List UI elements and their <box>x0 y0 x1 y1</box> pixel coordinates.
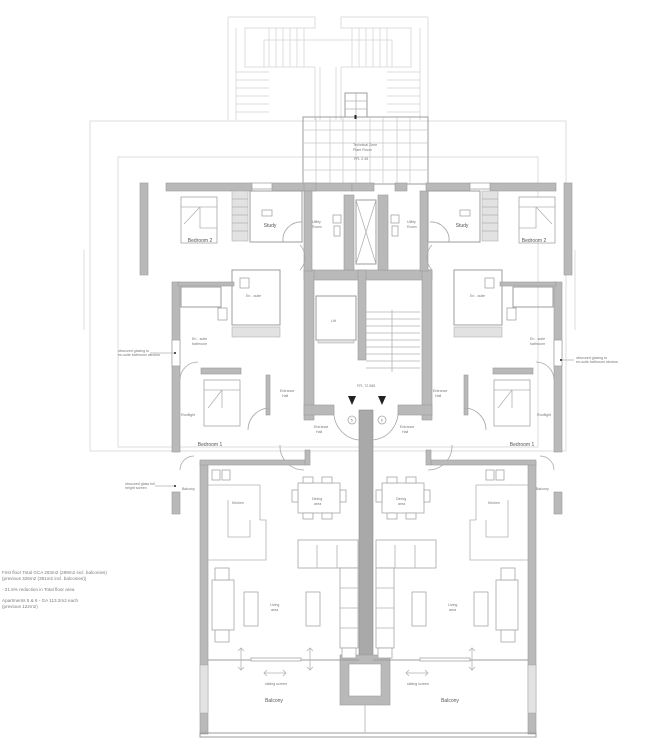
left-obscured-bath-note-1: obscured glazing to <box>118 349 149 353</box>
lift-label: Lift <box>331 319 336 323</box>
right-dining-label-2: area <box>398 502 405 506</box>
stair-core: Lift FFL 72.585 5 6 <box>303 269 433 441</box>
area-note-line4: Apartments 5 & 6 - GA 113.2m2 each <box>2 598 79 603</box>
right-ensuite-label: En - suite <box>470 294 485 298</box>
right-entrance-hall2-label-2: Hall <box>402 430 408 434</box>
right-living-label-1: Living <box>448 603 457 607</box>
apartment-left: Bedroom 2 Study Utility Room En - suite … <box>177 190 359 704</box>
right-living-label-2: area <box>449 608 456 612</box>
area-note-line5: (previous 122m2) <box>2 604 38 609</box>
left-entrance-hall2-label-2: Hall <box>316 430 322 434</box>
obscured-screen-note-1: obscured glass full <box>125 482 155 486</box>
apartment-right: Bedroom 2 Study Utility Room En - suite … <box>375 190 557 704</box>
right-bedroom2-label: Bedroom 2 <box>522 238 547 244</box>
right-side-balcony-label: Balcony <box>536 487 549 491</box>
left-bedroom1-label: Bedroom 1 <box>198 442 223 448</box>
plant-room-label-1: Technical Zone <box>353 143 377 147</box>
right-balcony-label: Balcony <box>441 698 459 704</box>
annotations: obscured glazing to en-suite bathroom wi… <box>118 349 618 490</box>
left-obscured-bath-note-2: en-suite bathroom window <box>118 353 160 357</box>
right-obscured-bath-note-1: obscured glazing to <box>576 356 607 360</box>
right-dining-label-1: Dining <box>396 497 406 501</box>
right-rooflight-label: Rooflight <box>537 413 551 417</box>
entry-arrow-right-icon <box>378 396 386 405</box>
left-side-balcony-label: Balcony <box>182 487 195 491</box>
right-entrance-hall-label-2: Hall <box>435 394 441 398</box>
area-note-line1: First floor Total GCA 263m2 (299m2 incl.… <box>2 570 107 575</box>
right-bedroom1-label: Bedroom 1 <box>510 442 535 448</box>
left-balcony-label: Balcony <box>265 698 283 704</box>
right-study-label: Study <box>456 223 469 229</box>
right-sliding-screen-label: sliding screen <box>407 682 429 686</box>
left-utility-label-1: Utility <box>312 220 321 224</box>
plant-room-label-2: Plant Room <box>353 148 372 152</box>
left-ensuite-bath-label-2: bathroom <box>192 342 207 346</box>
right-entrance-hall-label-1: Entrance <box>433 389 447 393</box>
ffl-level: FFL 72.585 <box>357 384 375 388</box>
obscured-screen-note-2: height screen <box>125 486 147 490</box>
left-ensuite-bath-label-1: En - suite <box>192 337 207 341</box>
service-shaft <box>303 190 429 272</box>
right-ensuite-bath-label-1: En - suite <box>530 337 545 341</box>
exterior-walls <box>139 182 573 738</box>
right-obscured-bath-note-2: en-suite bathroom window <box>576 360 618 364</box>
right-entrance-hall2-label-1: Entrance <box>400 425 414 429</box>
left-entrance-hall-label-1: Entrance <box>280 389 294 393</box>
area-note-line3: - 21.5% reduction in Total floor area <box>2 587 75 592</box>
left-sliding-screen-label: sliding screen <box>265 682 287 686</box>
left-living-label-2: area <box>271 608 278 612</box>
right-ensuite-bath-label-2: bathroom <box>530 342 545 346</box>
left-rooflight-label: Rooflight <box>181 413 195 417</box>
left-dining-label-2: area <box>314 502 321 506</box>
apartment-number-right: 6 <box>381 419 383 423</box>
area-note-line2: (previous 326m2 (381m2 incl. balconies)) <box>2 576 87 581</box>
right-kitchen-label: Kitchen <box>488 501 500 505</box>
plant-room: Technical Zone Plant Room FFL 2.45 <box>302 92 429 185</box>
right-utility-label-1: Utility <box>407 220 416 224</box>
entry-arrow-left-icon <box>348 396 356 405</box>
right-utility-label-2: Room <box>407 225 417 229</box>
left-entrance-hall-label-2: Hall <box>282 394 288 398</box>
left-bedroom2-label: Bedroom 2 <box>188 238 213 244</box>
left-ensuite-label: En - suite <box>246 294 261 298</box>
apartment-number-left: 5 <box>351 419 353 423</box>
stair-treads <box>366 310 420 372</box>
left-kitchen-label: Kitchen <box>232 501 244 505</box>
left-living-label-1: Living <box>270 603 279 607</box>
left-study-label: Study <box>264 223 277 229</box>
left-utility-label-2: Room <box>312 225 322 229</box>
left-dining-label-1: Dining <box>312 497 322 501</box>
plant-room-level: FFL 2.45 <box>354 157 368 161</box>
left-entrance-hall2-label-1: Entrance <box>314 425 328 429</box>
